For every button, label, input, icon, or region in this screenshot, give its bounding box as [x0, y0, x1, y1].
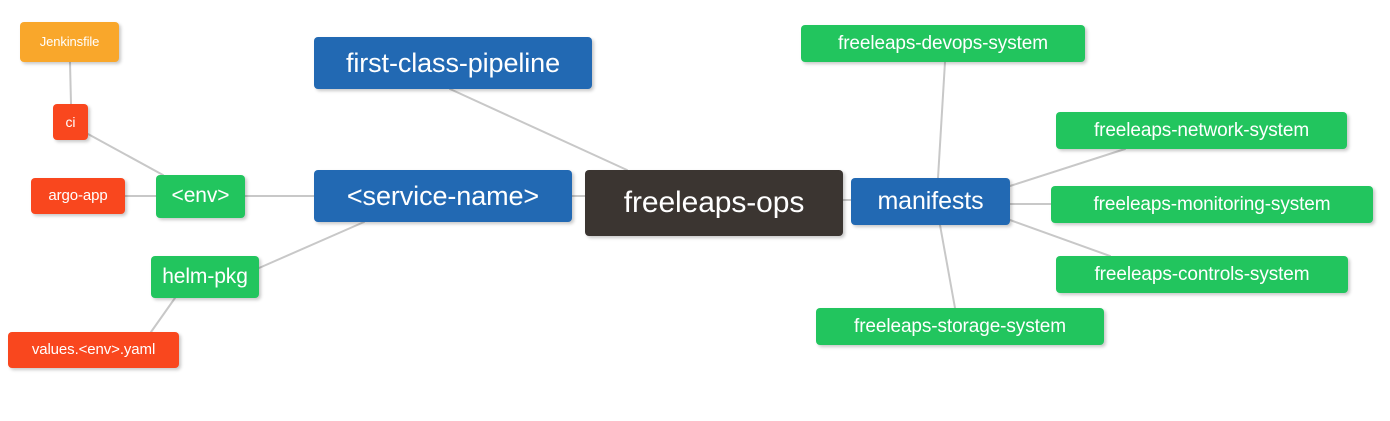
node-label-values-yaml: values.<env>.yaml [31, 341, 156, 359]
node-jenkinsfile[interactable]: Jenkinsfile [20, 22, 119, 62]
node-ci[interactable]: ci [53, 104, 88, 140]
edge-manifests-to-freeleaps-devops-system [937, 61, 946, 179]
node-freeleaps-devops-system[interactable]: freeleaps-devops-system [801, 25, 1085, 62]
edge-manifests-to-freeleaps-network-system [1009, 148, 1126, 187]
edge-values-yaml-to-helm-pkg [150, 297, 176, 333]
node-label-env: <env> [171, 184, 230, 208]
node-label-service-name: <service-name> [346, 180, 540, 211]
edge-ci-to-env [87, 133, 164, 176]
node-freeleaps-controls-system[interactable]: freeleaps-controls-system [1056, 256, 1348, 293]
node-argo-app[interactable]: argo-app [31, 178, 125, 214]
node-helm-pkg[interactable]: helm-pkg [151, 256, 259, 298]
node-freeleaps-monitoring-system[interactable]: freeleaps-monitoring-system [1051, 186, 1373, 223]
node-manifests[interactable]: manifests [851, 178, 1010, 225]
edge-manifests-to-freeleaps-controls-system [1009, 219, 1111, 257]
node-env[interactable]: <env> [156, 175, 245, 218]
node-freeleaps-network-system[interactable]: freeleaps-network-system [1056, 112, 1347, 149]
node-label-helm-pkg: helm-pkg [162, 264, 248, 288]
node-label-ci: ci [65, 113, 76, 130]
edge-manifests-to-freeleaps-storage-system [939, 224, 956, 309]
node-service-name[interactable]: <service-name> [314, 170, 572, 222]
node-values-yaml[interactable]: values.<env>.yaml [8, 332, 179, 368]
node-label-freeleaps-controls-system: freeleaps-controls-system [1094, 263, 1310, 285]
node-label-freeleaps-devops-system: freeleaps-devops-system [838, 32, 1048, 54]
node-label-freeleaps-storage-system: freeleaps-storage-system [854, 315, 1066, 337]
node-label-first-class-pipeline: first-class-pipeline [345, 47, 561, 78]
edge-jenkinsfile-to-ci [69, 61, 72, 105]
node-first-class-pipeline[interactable]: first-class-pipeline [314, 37, 592, 89]
node-label-freeleaps-ops: freeleaps-ops [623, 186, 805, 220]
node-freeleaps-storage-system[interactable]: freeleaps-storage-system [816, 308, 1104, 345]
node-label-freeleaps-monitoring-system: freeleaps-monitoring-system [1093, 193, 1331, 215]
edge-first-class-pipeline-to-freeleaps-ops [449, 88, 628, 171]
node-label-freeleaps-network-system: freeleaps-network-system [1093, 119, 1310, 141]
node-freeleaps-ops[interactable]: freeleaps-ops [585, 170, 843, 236]
node-label-argo-app: argo-app [48, 187, 108, 205]
node-label-manifests: manifests [877, 187, 984, 216]
edge-helm-pkg-to-service-name [258, 221, 365, 269]
node-label-jenkinsfile: Jenkinsfile [39, 34, 100, 50]
